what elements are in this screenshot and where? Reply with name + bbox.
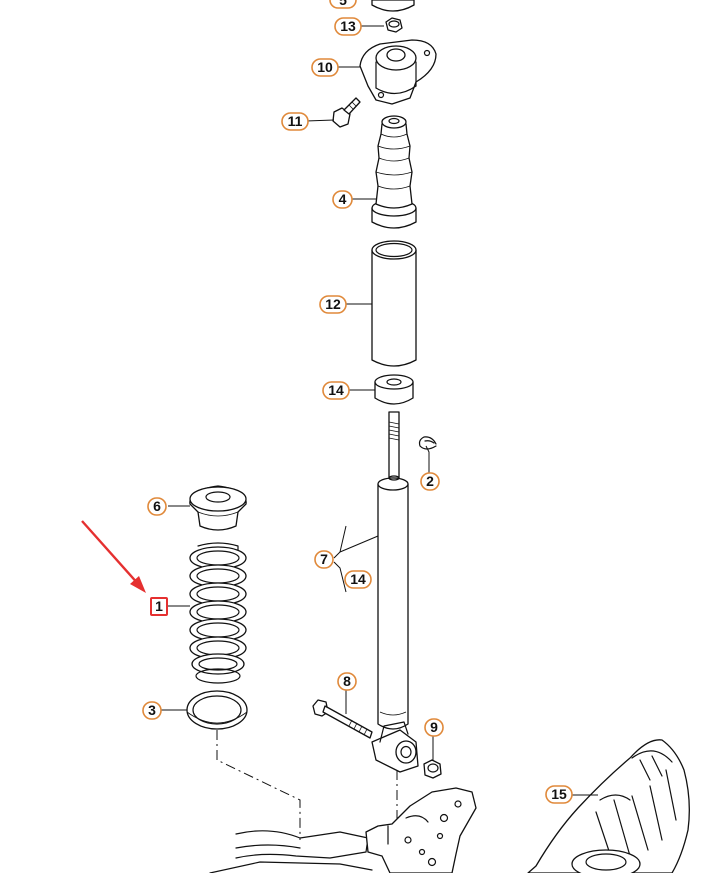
part-7-shock-absorber [371, 411, 419, 773]
svg-text:11: 11 [288, 113, 303, 129]
callout-2: 2 [420, 472, 440, 491]
svg-text:14: 14 [350, 571, 366, 587]
callout-13: 13 [334, 17, 362, 36]
reference-lines [216, 730, 398, 840]
callout-8: 8 [337, 672, 357, 691]
svg-text:7: 7 [320, 551, 328, 567]
callout-10: 10 [311, 58, 339, 77]
callout-3: 3 [142, 701, 162, 720]
part-14-washer [374, 374, 414, 405]
svg-text:12: 12 [325, 296, 341, 312]
part-3-spring-pad [186, 690, 248, 730]
leader-lines [161, 25, 598, 796]
svg-text:6: 6 [153, 498, 161, 514]
svg-text:13: 13 [340, 18, 356, 34]
svg-text:4: 4 [339, 191, 347, 207]
callout-7: 7 [314, 550, 334, 569]
callout-6: 6 [147, 497, 167, 516]
part-2-circlip [418, 436, 437, 450]
part-4-bump-stop [371, 115, 417, 229]
callout-12: 12 [319, 295, 347, 314]
callout-15: 15 [545, 785, 573, 804]
callout-4: 4 [332, 190, 353, 209]
svg-text:9: 9 [430, 719, 438, 735]
part-13-nut [385, 17, 403, 33]
svg-text:10: 10 [317, 59, 333, 75]
highlight-arrow [81, 520, 146, 593]
callout-14-shock: 14 [344, 570, 372, 589]
svg-text:3: 3 [148, 702, 156, 718]
svg-text:8: 8 [343, 673, 351, 689]
callout-1-highlighted: 1 [150, 597, 168, 616]
part-8-bolt [312, 699, 373, 739]
part-15-spring-seat-housing [527, 739, 690, 873]
svg-text:14: 14 [328, 382, 344, 398]
svg-text:1: 1 [155, 598, 163, 614]
svg-text:15: 15 [551, 786, 567, 802]
part-10-strut-mount [359, 39, 437, 105]
axle-body-structure [209, 787, 477, 873]
part-12-dust-tube [371, 240, 417, 367]
part-9-nut [423, 759, 442, 779]
part-1-coil-spring [189, 542, 247, 684]
callout-5: 5 [329, 0, 357, 9]
callout-9: 9 [424, 718, 444, 737]
part-5-top-cap [371, 0, 415, 12]
svg-text:2: 2 [426, 473, 434, 489]
part-6-spring-seat [189, 485, 247, 531]
svg-text:5: 5 [339, 0, 347, 8]
callout-14-washer: 14 [322, 381, 350, 400]
part-11-bolt [332, 97, 361, 128]
callout-11: 11 [281, 112, 309, 131]
